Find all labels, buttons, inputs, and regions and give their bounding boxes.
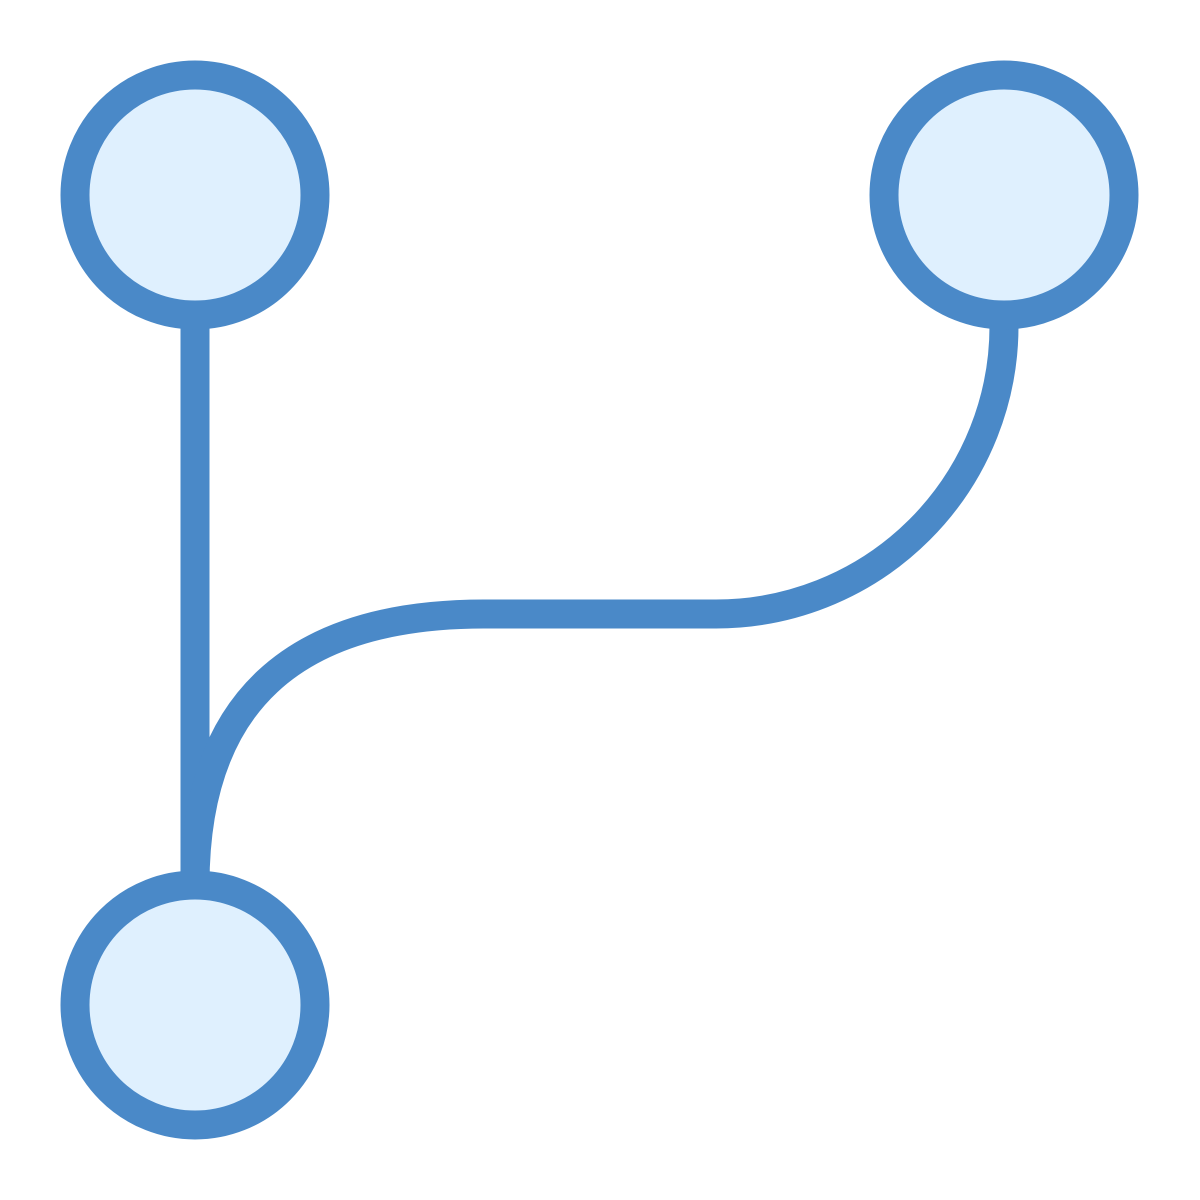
bottom-left-node [60, 870, 330, 1140]
top-right-node [869, 60, 1139, 330]
branch-curve [180, 325, 1019, 886]
top-left-node [60, 60, 330, 330]
